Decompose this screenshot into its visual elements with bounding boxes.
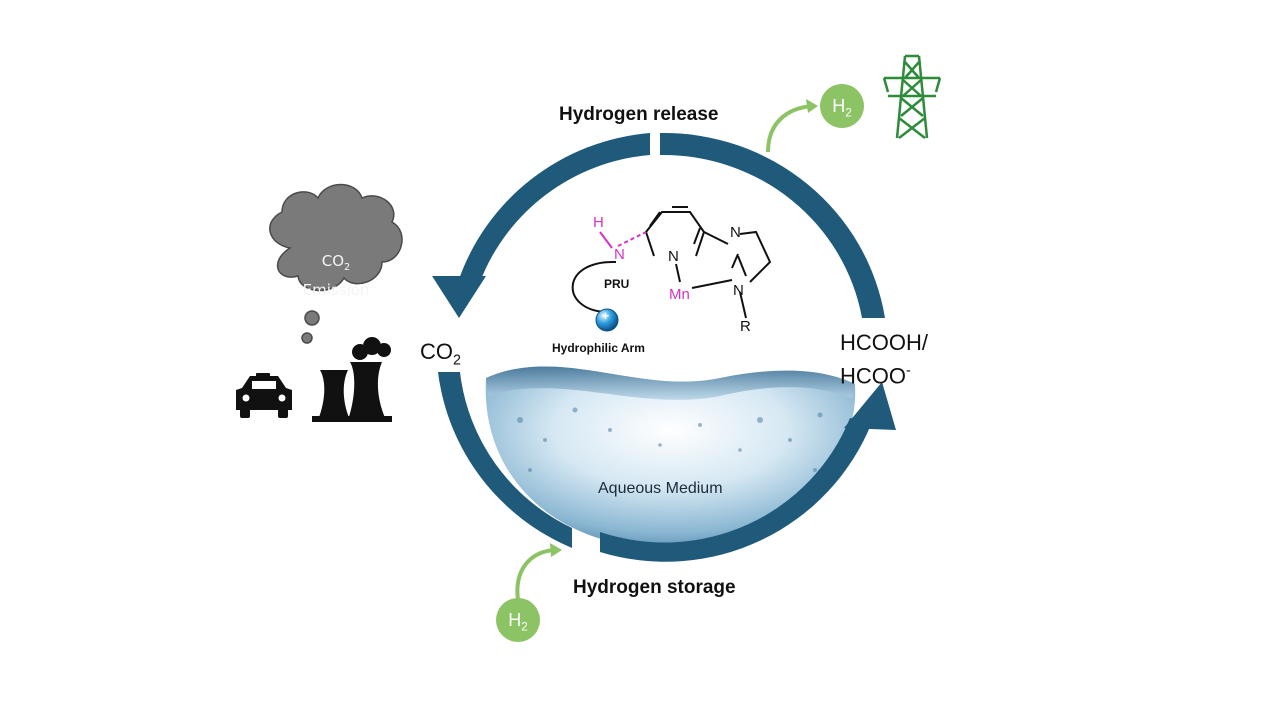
pyridine-ligand-structure <box>571 206 772 319</box>
h2-text: H <box>832 96 846 116</box>
storage-arc-left <box>438 372 572 548</box>
h2-storage-head <box>550 543 562 557</box>
hydrogen-storage-label: Hydrogen storage <box>573 577 736 598</box>
emission-word: Emission <box>302 281 370 299</box>
h2-released-bubble: H2 <box>820 84 864 128</box>
hydrophilic-arm-label: Hydrophilic Arm <box>552 341 645 355</box>
cloud-icon <box>269 183 403 344</box>
atom-n-imidazole-2: N <box>733 282 744 299</box>
h2-subscript: 2 <box>845 106 852 120</box>
water-basin-icon <box>485 366 856 549</box>
atom-n-pyridine: N <box>668 248 679 265</box>
atom-n-amine: N <box>614 246 625 263</box>
atom-n-imidazole: N <box>730 224 741 241</box>
aqueous-medium-label: Aqueous Medium <box>598 480 723 497</box>
taxi-icon <box>236 373 292 418</box>
co2-emission-label: CO2 Emission <box>296 250 376 301</box>
pru-label: PRU <box>604 277 630 291</box>
release-arrowhead <box>432 276 486 318</box>
formate-base: HCOO <box>840 363 906 389</box>
plus-charge: + <box>602 309 610 323</box>
emission-co-text: CO <box>321 252 345 270</box>
co2-text: CO <box>420 339 453 364</box>
release-arc-left <box>458 133 650 282</box>
h2-release-head <box>806 99 818 113</box>
formate-label: HCOOH/ HCOO- <box>840 329 928 390</box>
factory-icon <box>312 337 392 422</box>
atom-h: H <box>593 214 604 231</box>
formic-acid-text: HCOOH/ <box>840 330 928 355</box>
h2-text: H <box>508 610 522 630</box>
h2-stored-bubble: H2 <box>496 598 540 642</box>
h2-release-curve <box>766 104 813 153</box>
atom-r: R <box>740 318 751 335</box>
release-arc-right <box>660 132 885 318</box>
storage-arc-right <box>600 418 872 562</box>
cation-icon <box>595 308 619 332</box>
formate-text: HCOO- <box>840 357 928 390</box>
formate-charge: - <box>906 363 911 379</box>
storage-arrowhead <box>844 382 896 430</box>
co2-subscript: 2 <box>453 352 461 369</box>
h2-subscript: 2 <box>521 620 528 634</box>
emission-subscript: 2 <box>344 262 351 273</box>
co2-label: CO2 <box>420 339 461 368</box>
power-pylon-icon <box>882 54 942 139</box>
emission-co2: CO2 <box>296 250 376 279</box>
h2-storage-curve <box>515 548 555 601</box>
hydrogen-release-label: Hydrogen release <box>559 104 719 125</box>
cycle-arrows <box>432 132 896 562</box>
atom-mn: Mn <box>669 286 690 303</box>
